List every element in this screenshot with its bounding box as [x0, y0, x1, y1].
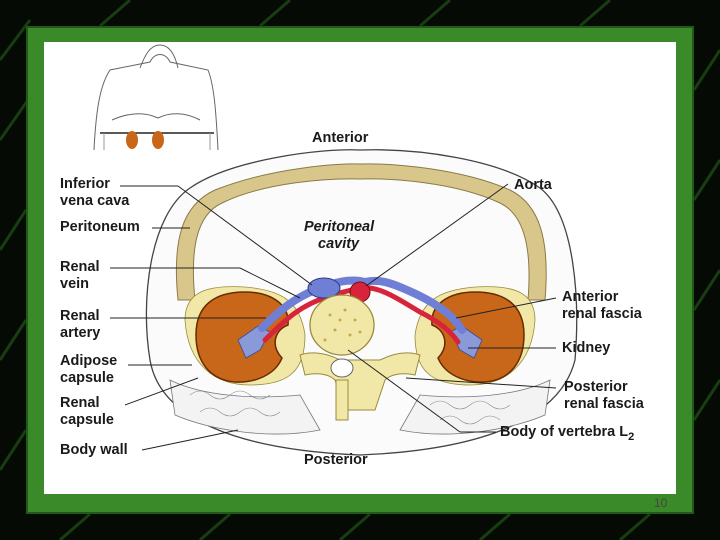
- label-anterior-renal-fascia-line2: renal fascia: [562, 306, 642, 322]
- label-renal-capsule-line2: capsule: [60, 412, 114, 428]
- label-body-wall: Body wall: [60, 442, 128, 458]
- label-renal-capsule-line1: Renal: [60, 395, 100, 411]
- label-adipose-capsule: Adipose capsule: [60, 353, 117, 387]
- label-aorta: Aorta: [514, 177, 552, 193]
- label-vertebra-subscript: 2: [628, 430, 635, 443]
- vertebral-body-texture: [323, 308, 362, 342]
- label-renal-vein: Renal vein: [60, 259, 100, 293]
- inferior-vena-cava: [307, 277, 341, 299]
- label-renal-artery: Renal artery: [60, 308, 100, 342]
- renal-vein-vessels: [258, 276, 466, 334]
- label-renal-artery-line2: artery: [60, 325, 101, 341]
- renal-artery-vessels: [262, 285, 461, 345]
- label-peritoneal-cavity: Peritoneal cavity: [304, 219, 374, 253]
- spinous-process: [335, 379, 349, 421]
- label-body-of-vertebra-text: Body of vertebra L: [500, 424, 629, 440]
- label-renal-artery-line1: Renal: [60, 308, 100, 324]
- label-renal-vein-line1: Renal: [60, 259, 100, 275]
- label-posterior-renal-fascia-line2: renal fascia: [564, 396, 644, 412]
- label-inferior-vena-cava-line1: Inferior: [60, 176, 110, 192]
- inset-kidney-left: [126, 131, 138, 149]
- label-kidney: Kidney: [562, 340, 611, 356]
- leader-lines: [110, 183, 557, 451]
- label-inferior-vena-cava: Inferior vena cava: [60, 176, 129, 210]
- label-adipose-capsule-line1: Adipose: [60, 353, 118, 369]
- label-peritoneal-cavity-line2: cavity: [318, 236, 360, 252]
- page-number: 10: [654, 496, 668, 510]
- torso-inset-figure: [93, 44, 219, 151]
- vertebra-processes: [299, 352, 421, 411]
- label-inferior-vena-cava-line2: vena cava: [60, 193, 130, 209]
- label-posterior-renal-fascia: Posterior renal fascia: [564, 379, 644, 413]
- label-adipose-capsule-line2: capsule: [60, 370, 114, 386]
- inset-kidney-right: [152, 131, 164, 149]
- label-posterior-renal-fascia-line1: Posterior: [564, 379, 628, 395]
- posterior-muscles: [169, 379, 551, 435]
- label-peritoneal-cavity-line1: Peritoneal: [304, 219, 375, 235]
- label-renal-vein-line2: vein: [60, 276, 90, 292]
- label-body-of-vertebra: Body of vertebra L2: [500, 424, 634, 446]
- label-anterior: Anterior: [312, 130, 369, 146]
- label-anterior-renal-fascia-line1: Anterior: [562, 289, 619, 305]
- label-posterior: Posterior: [304, 452, 368, 468]
- label-anterior-renal-fascia: Anterior renal fascia: [562, 289, 642, 323]
- vertebral-body: [309, 294, 375, 356]
- label-renal-capsule: Renal capsule: [60, 395, 114, 429]
- spinal-canal: [330, 358, 354, 378]
- label-peritoneum: Peritoneum: [60, 219, 140, 235]
